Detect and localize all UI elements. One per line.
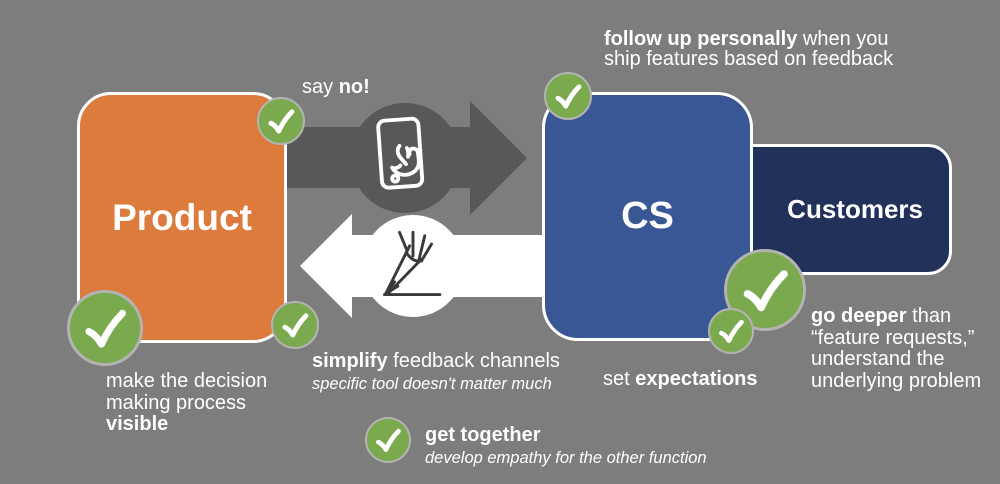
tablet-touch-icon (376, 116, 425, 190)
cs-to-product-arrowhead (300, 214, 352, 318)
checkmark-badge-cs-bottom-small (708, 308, 754, 354)
checkmark-icon (743, 270, 788, 312)
checkmark-icon (282, 313, 309, 338)
set-expectations-normal: set (603, 368, 636, 390)
checkmark-badge-get-together (365, 417, 411, 463)
go-deeper-line4: underlying problem (811, 369, 982, 392)
make-visible-line2: making process (106, 391, 247, 414)
set-expectations-bold: expectations (635, 368, 758, 390)
checkmark-icon (268, 109, 295, 134)
go-deeper-rest: than (906, 305, 952, 327)
checkmark-badge-product-top-right (257, 97, 305, 145)
go-deeper-line2: “feature requests,” (811, 326, 975, 349)
cs-label: CS (621, 195, 674, 237)
annotation-get-together: get together develop empathy for the oth… (425, 424, 707, 468)
simplify-rest: feedback channels (387, 350, 560, 372)
checkmark-icon (376, 428, 401, 452)
annotation-make-visible: make the decision making process visible (106, 370, 268, 436)
get-together-subtext: develop empathy for the other function (425, 448, 707, 467)
follow-up-rest: when you (797, 28, 889, 50)
checkmark-badge-product-bottom-left (67, 290, 143, 366)
checkmark-icon (85, 309, 126, 348)
annotation-simplify: simplify feedback channels specific tool… (312, 350, 560, 394)
simplify-subtext: specific tool doesn't matter much (312, 374, 552, 393)
make-visible-line1: make the decision (106, 370, 268, 392)
checkmark-icon (555, 84, 582, 109)
follow-up-bold: follow up personally (604, 28, 798, 50)
annotation-go-deeper: go deeper than “feature requests,” under… (811, 305, 982, 392)
annotation-set-expectations: set expectations (603, 368, 758, 391)
annotation-follow-up: follow up personally when you ship featu… (604, 29, 893, 69)
get-together-bold: get together (425, 424, 541, 446)
go-deeper-bold: go deeper (811, 305, 907, 327)
say-no-normal: say (302, 76, 339, 98)
product-to-cs-arrowhead (470, 101, 527, 215)
annotation-say-no: say no! (302, 76, 370, 99)
product-to-cs-arrow-hub (350, 103, 460, 213)
checkmark-badge-product-bottom-right (271, 301, 319, 349)
cs-node: CS (542, 92, 753, 341)
say-no-bold: no! (338, 76, 370, 98)
checkmark-icon (719, 319, 744, 343)
pencil-sketch-icon (382, 230, 442, 297)
simplify-bold: simplify (312, 350, 388, 372)
follow-up-line2: ship features based on feedback (604, 48, 894, 70)
customers-label: Customers (787, 194, 923, 224)
make-visible-bold: visible (106, 413, 169, 435)
go-deeper-line3: understand the (811, 348, 945, 370)
product-label: Product (112, 196, 252, 238)
checkmark-badge-cs-top-left (544, 72, 592, 120)
